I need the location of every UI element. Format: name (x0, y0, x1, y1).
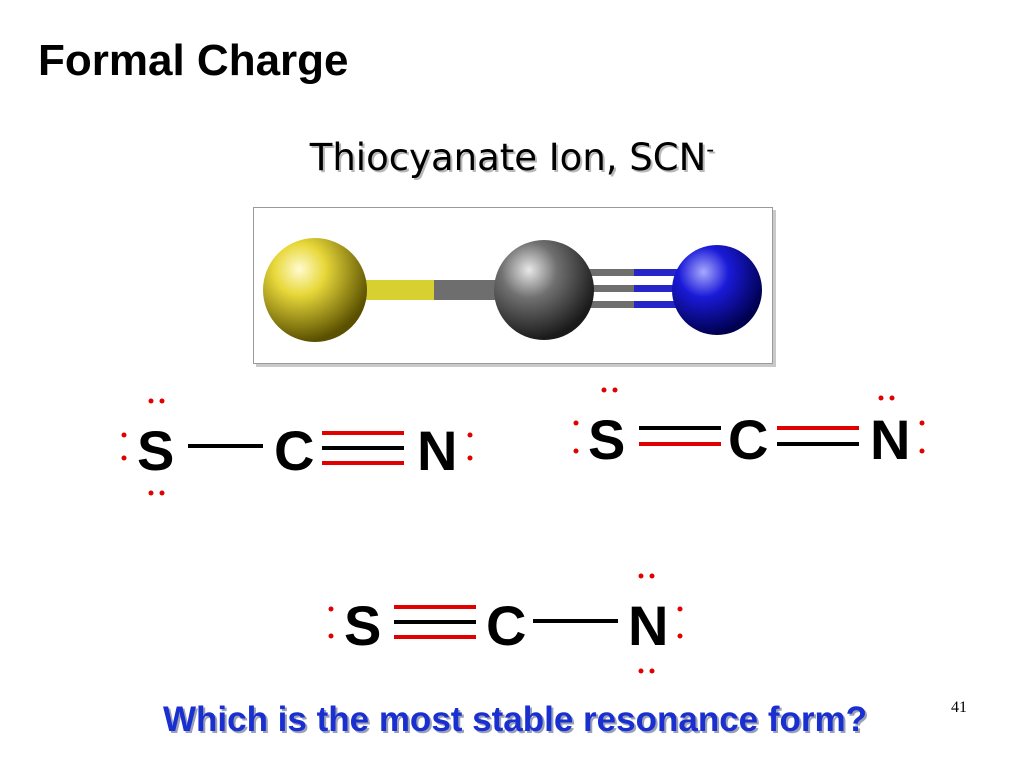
subtitle-charge: - (706, 137, 715, 163)
lone-pair-n-right (467, 432, 473, 461)
lewis-structure-1: S C N (110, 380, 490, 510)
atom-s: S (137, 419, 174, 482)
ball-and-stick-model (253, 207, 773, 364)
cn-bond-gray-3 (589, 301, 634, 308)
lone-pair-s-top (601, 387, 618, 393)
bond-c-n-triple (322, 431, 404, 465)
lone-pair-s-top (148, 398, 165, 404)
question-text: Which is the most stable resonance form? (162, 700, 868, 739)
cn-bond-gray-2 (589, 285, 634, 292)
lewis-structure-3: S C N (320, 565, 700, 685)
lone-pair-s-bottom (148, 490, 165, 496)
cn-bond-blue-3 (634, 301, 679, 308)
sulfur-atom-ball (263, 238, 367, 342)
lone-pair-n-right (677, 606, 683, 639)
atom-n: N (870, 408, 910, 471)
bond-s-c-triple (394, 605, 476, 639)
cn-bond-gray-1 (589, 269, 634, 276)
page-number: 41 (951, 699, 967, 716)
atom-n: N (628, 594, 668, 657)
carbon-atom-ball (494, 240, 594, 340)
sc-bond-yellow (349, 280, 434, 300)
cn-bond-blue-1 (634, 269, 679, 276)
bond-c-n-double (777, 426, 859, 446)
nitrogen-atom-ball (672, 245, 762, 335)
atom-n: N (417, 419, 457, 482)
lone-pair-n-top (638, 573, 655, 579)
atom-s: S (588, 408, 625, 471)
lone-pair-s-left (121, 432, 127, 461)
lewis-structure-2: S C N (565, 375, 945, 485)
sc-bond-gray (434, 280, 504, 300)
lone-pair-n-bottom (638, 668, 655, 674)
atom-c: C (728, 408, 768, 471)
model-drawing (263, 238, 762, 342)
lone-pair-n-top (878, 395, 895, 401)
lone-pair-n-right (919, 420, 925, 454)
atom-s: S (344, 594, 381, 657)
atom-c: C (274, 419, 314, 482)
slide-title: Formal Charge (38, 36, 349, 85)
subtitle-text: Thiocyanate Ion, SCN (309, 136, 707, 179)
lone-pair-s-left (328, 606, 334, 639)
lone-pair-s-left (573, 420, 579, 454)
bond-s-c-double (639, 426, 721, 446)
slide-subtitle: Thiocyanate Ion, SCN- (0, 136, 1024, 179)
atom-c: C (486, 594, 526, 657)
cn-bond-blue-2 (634, 285, 679, 292)
